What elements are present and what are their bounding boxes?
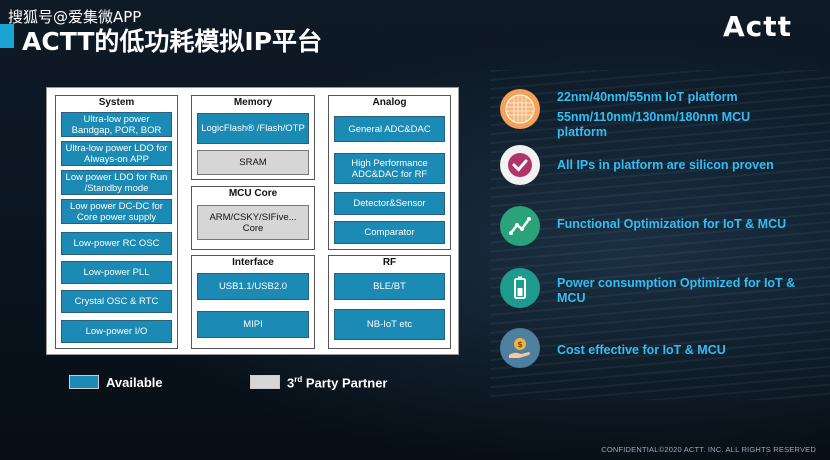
system-cell: Low power DC-DC for Core power supply — [61, 199, 172, 224]
system-cell: Ultra-low power LDO for Always-on APP — [61, 141, 172, 166]
legend-partner-swatch — [250, 375, 280, 389]
rf-cell: BLE/BT — [334, 273, 445, 300]
interface-cell: USB1.1/USB2.0 — [197, 273, 309, 300]
rf-header: RF — [382, 257, 397, 268]
memory-column: Memory LogicFlash® /Flash/OTP SRAM — [191, 95, 315, 180]
memory-cell-partner: SRAM — [197, 150, 309, 175]
legend-available-swatch — [69, 375, 99, 389]
system-cell: Crystal OSC & RTC — [61, 290, 172, 313]
analog-column: Analog General ADC&DAC High Performance … — [328, 95, 451, 250]
mcu-core-cell-partner: ARM/CSKY/SIFive... Core — [197, 205, 309, 240]
watermark: 搜狐号@爱集微APP — [8, 8, 142, 26]
feature-power-optimized: Power consumption Optimized for IoT & MC… — [557, 276, 796, 305]
analog-cell: Detector&Sensor — [334, 192, 445, 215]
rf-cell: NB-IoT etc — [334, 309, 445, 340]
feature-functional-optimization: Functional Optimization for IoT & MCU — [557, 217, 787, 231]
legend-available-label: Available — [106, 375, 163, 390]
chart-line-icon — [500, 206, 540, 246]
mcu-core-column: MCU Core ARM/CSKY/SIFive... Core — [191, 186, 315, 250]
wafer-icon — [500, 89, 540, 129]
coin-hand-icon: $ — [500, 328, 540, 368]
memory-header: Memory — [233, 97, 273, 108]
legend-partner-suffix: Party Partner — [302, 375, 388, 391]
ip-platform-diagram: System Ultra-low power Bandgap, POR, BOR… — [46, 87, 459, 355]
rf-column: RF BLE/BT NB-IoT etc — [328, 255, 451, 349]
analog-cell: High Performance ADC&DAC for RF — [334, 153, 445, 184]
system-cell: Low-power PLL — [61, 261, 172, 284]
analog-cell: General ADC&DAC — [334, 116, 445, 142]
memory-cell: LogicFlash® /Flash/OTP — [197, 113, 309, 144]
feature-cost-effective: Cost effective for IoT & MCU — [557, 343, 726, 357]
feature-silicon-proven: All IPs in platform are silicon proven — [557, 158, 774, 172]
check-icon — [500, 145, 540, 185]
svg-text:$: $ — [517, 340, 523, 349]
interface-header: Interface — [232, 257, 274, 268]
page-title: ACTT的低功耗模拟IP平台 — [22, 27, 323, 56]
legend-partner-label: 3rd Party Partner — [287, 375, 388, 390]
feature-platform-line2: 55nm/110nm/130nm/180nm MCU platform — [557, 110, 751, 139]
analog-header: Analog — [372, 97, 407, 108]
title-accent-bar — [0, 24, 14, 48]
footer-copyright: CONFIDENTIAL©2020 ACTT. INC. ALL RIGHTS … — [601, 445, 816, 454]
system-cell: Low-power RC OSC — [61, 232, 172, 255]
mcu-core-header: MCU Core — [228, 188, 278, 199]
actt-logo: Actt — [722, 10, 792, 43]
feature-platform-line1: 22nm/40nm/55nm IoT platform — [557, 90, 738, 104]
system-cell: Ultra-low power Bandgap, POR, BOR — [61, 112, 172, 137]
system-column: System Ultra-low power Bandgap, POR, BOR… — [55, 95, 178, 349]
battery-icon — [500, 268, 540, 308]
legend-partner-sup: rd — [294, 375, 303, 384]
interface-cell: MIPI — [197, 311, 309, 338]
system-cell: Low power LDO for Run /Standby mode — [61, 170, 172, 195]
system-header: System — [98, 97, 135, 108]
analog-cell: Comparator — [334, 221, 445, 244]
system-cell: Low-power I/O — [61, 320, 172, 343]
background-circuit-lines — [490, 70, 830, 400]
interface-column: Interface USB1.1/USB2.0 MIPI — [191, 255, 315, 349]
legend-partner-prefix: 3 — [287, 375, 295, 391]
